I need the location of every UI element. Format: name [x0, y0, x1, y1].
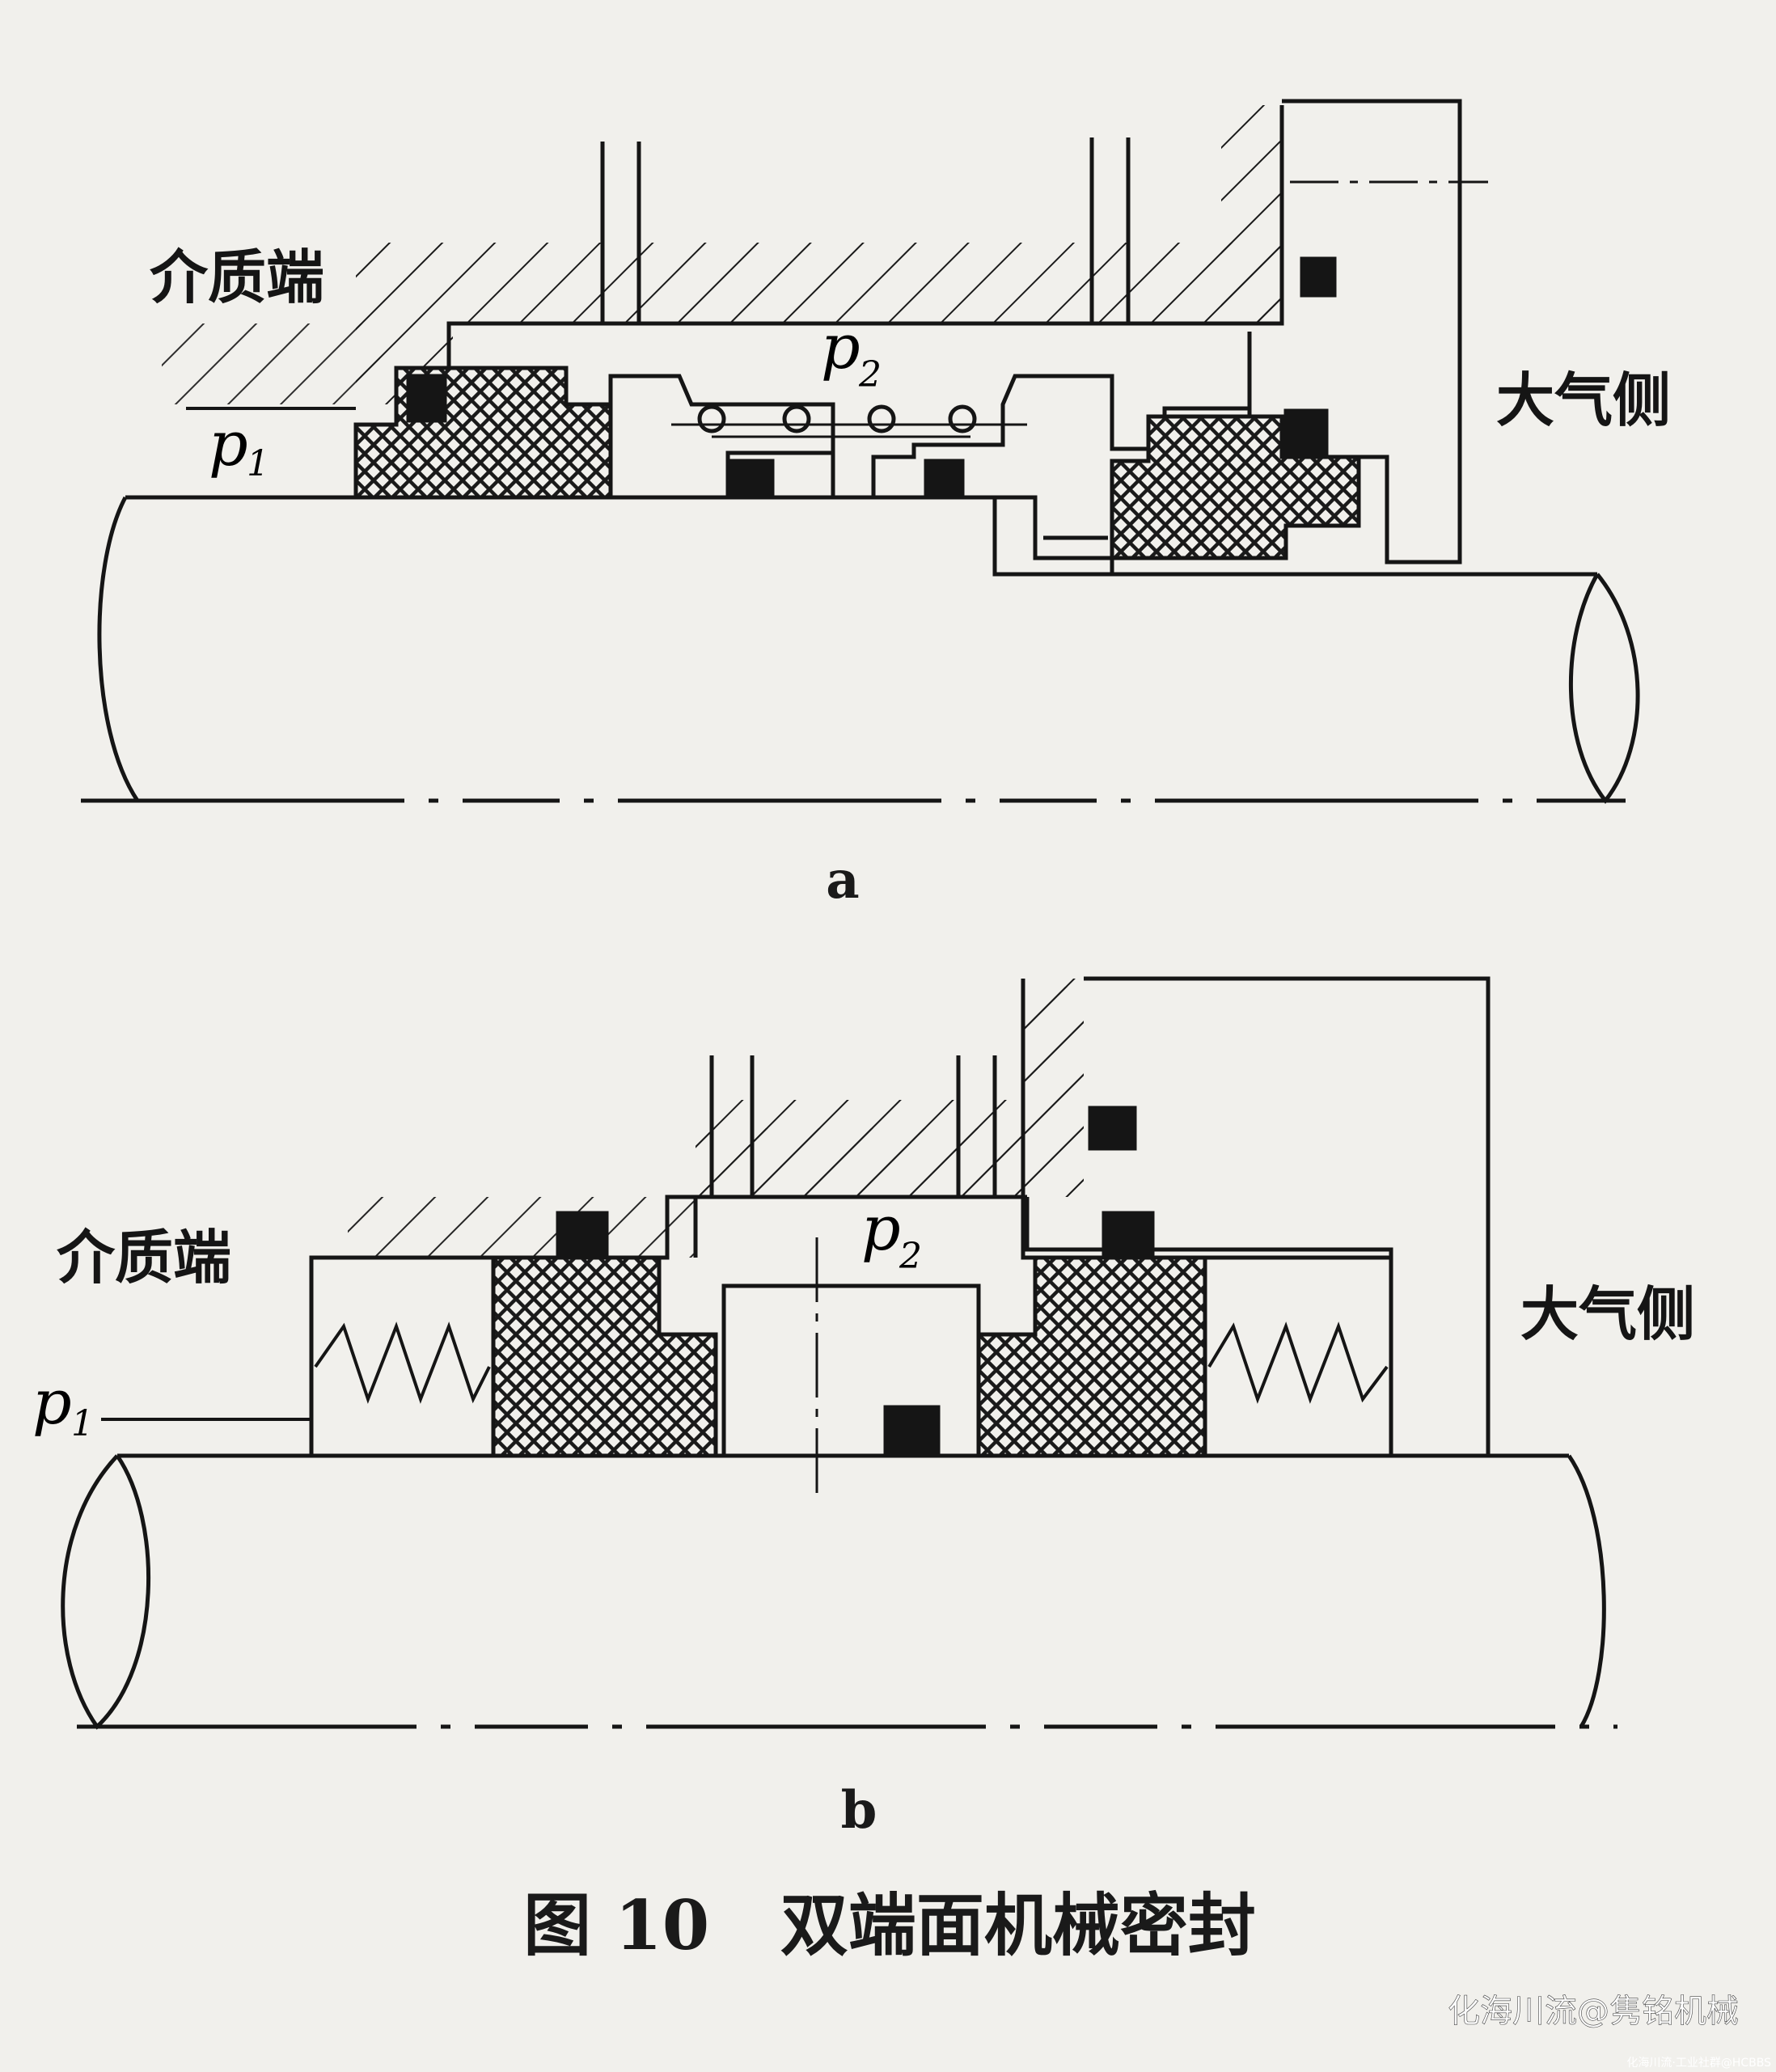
housing-hatch-a-left	[162, 323, 380, 404]
medium-side-label-a: 介质端	[150, 243, 324, 311]
oring-b-left-top	[556, 1211, 609, 1260]
p1-subscript-b: 1	[71, 1403, 94, 1444]
oring-b-center	[883, 1405, 941, 1458]
p1-subscript-a: 1	[247, 443, 269, 484]
oring-b-gland	[1088, 1106, 1137, 1151]
spring-ball-a3	[867, 404, 896, 433]
oring-a4	[1283, 408, 1329, 458]
p2-symbol-a: p	[821, 311, 861, 383]
rotating-holder-a	[608, 374, 835, 497]
seal-ring-b-right	[976, 1255, 1207, 1458]
medium-side-label-b: 介质端	[57, 1224, 231, 1292]
diagram-a	[81, 99, 1640, 805]
seal-ring-b-left	[491, 1255, 718, 1458]
shaft-right-a	[1569, 573, 1640, 805]
diagram-label-a: a	[826, 850, 859, 911]
oring-a1	[406, 374, 447, 423]
p1-symbol-b: p	[32, 1366, 72, 1438]
spring-ball-a2	[782, 404, 811, 433]
atmosphere-side-label-b: 大气侧	[1520, 1280, 1695, 1348]
shaft-left-a	[97, 496, 140, 802]
shaft-left-b	[61, 1454, 151, 1730]
diagram-label-b: b	[841, 1780, 877, 1841]
watermark: 化海川流@隽铭机械	[1448, 1993, 1739, 2030]
oring-b-right-top	[1102, 1211, 1155, 1260]
figure-caption: 图 10 双端面机械密封	[523, 1885, 1256, 1965]
diagram-b	[61, 976, 1617, 1730]
atmosphere-side-label-a: 大气侧	[1496, 366, 1671, 434]
oring-a5	[1300, 256, 1337, 298]
p1-symbol-a: p	[209, 408, 248, 480]
oring-a2	[729, 459, 775, 500]
p2-symbol-b: p	[861, 1192, 901, 1264]
gland-a	[1247, 99, 1462, 565]
watermark-small: 化海川流·工业社群@HCBBS	[1626, 2057, 1771, 2070]
spring-holder-b-right	[1203, 1255, 1393, 1458]
spring-ball-a1	[697, 404, 726, 433]
spring-ball-a4	[948, 404, 977, 433]
housing-hatch-b-vert	[1023, 979, 1084, 1197]
p2-subscript-b: 2	[899, 1236, 922, 1277]
spring-b-left	[314, 1321, 491, 1404]
housing-line-a	[446, 105, 1284, 404]
spring-b-right	[1207, 1321, 1389, 1404]
p2-subscript-a: 2	[858, 354, 882, 395]
center-block-b	[721, 1283, 981, 1458]
spring-holder-b-left	[309, 1255, 496, 1458]
shaft-right-b	[1567, 1454, 1606, 1728]
housing-hatch-a-right	[1221, 105, 1282, 323]
housing-hatch-b-top	[696, 1100, 1023, 1197]
oring-a3	[924, 459, 965, 500]
